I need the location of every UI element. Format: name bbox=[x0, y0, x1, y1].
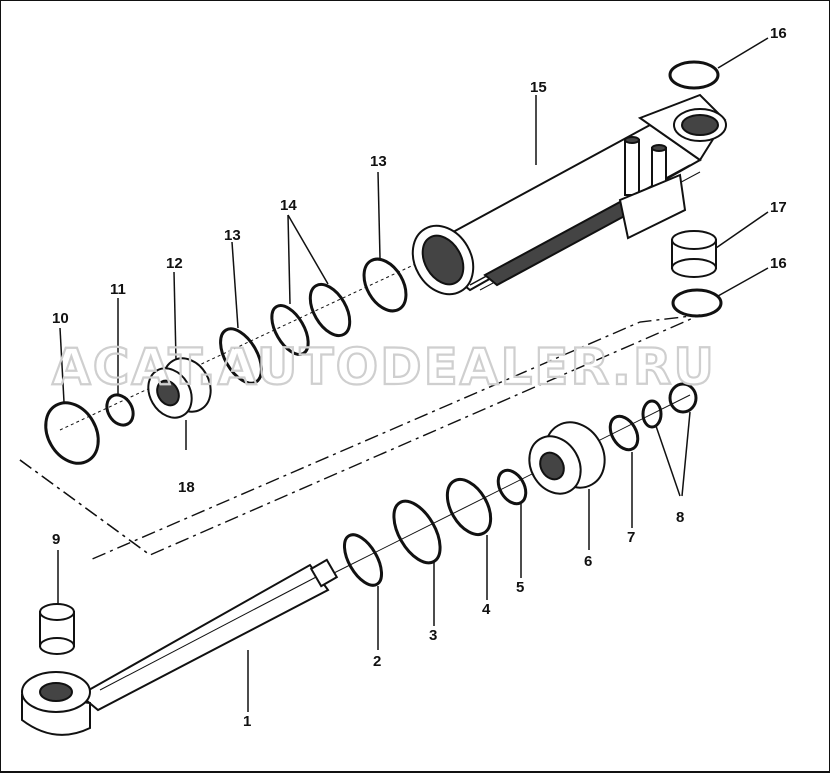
callout-14: 14 bbox=[280, 197, 297, 214]
callout-15: 15 bbox=[530, 79, 547, 96]
ring-14-right bbox=[308, 282, 352, 338]
upper-axis-line bbox=[59, 261, 421, 431]
callout-3: 3 bbox=[429, 627, 437, 644]
ring-13-left bbox=[219, 327, 263, 385]
ring-14-left bbox=[270, 304, 310, 356]
callout-5: 5 bbox=[516, 579, 524, 596]
callout-eight: 8 bbox=[676, 509, 684, 526]
gland-12 bbox=[147, 357, 212, 450]
ring-11 bbox=[105, 393, 135, 427]
snap-ring-lower bbox=[671, 288, 723, 318]
callout-13-left: 13 bbox=[224, 227, 241, 244]
callout-9: 9 bbox=[52, 531, 60, 548]
ring-10 bbox=[44, 401, 100, 465]
callout-6: 6 bbox=[584, 553, 592, 570]
ring-8-right bbox=[668, 382, 698, 414]
ring-8-left bbox=[641, 399, 663, 429]
piston-6 bbox=[528, 421, 606, 495]
lower-axis-line bbox=[329, 394, 691, 576]
callout-4: 4 bbox=[482, 601, 491, 618]
callout-12: 12 bbox=[166, 255, 183, 272]
ring-4 bbox=[445, 478, 493, 536]
ring-2 bbox=[342, 533, 384, 587]
callout-10: 10 bbox=[52, 310, 69, 327]
bushing-9 bbox=[39, 603, 75, 655]
piston-rod bbox=[21, 558, 339, 736]
callout-16-lower: 16 bbox=[770, 255, 787, 272]
callout-16-upper: 16 bbox=[770, 25, 787, 42]
leader-lines bbox=[57, 37, 769, 712]
ring-13-right bbox=[362, 257, 408, 313]
callout-seven: 7 bbox=[627, 529, 635, 546]
watermark-text: ACAT.AUTODEALER.RU bbox=[52, 338, 716, 396]
snap-ring-upper bbox=[668, 60, 720, 90]
bracket-left-edge bbox=[19, 459, 151, 556]
callout-13-right: 13 bbox=[370, 153, 387, 170]
callout-18: 18 bbox=[178, 479, 195, 496]
callout-17: 17 bbox=[770, 199, 787, 216]
cylinder-body bbox=[411, 93, 727, 296]
callout-2: 2 bbox=[373, 653, 381, 670]
ring-7 bbox=[608, 414, 640, 452]
bushing-17 bbox=[671, 230, 717, 278]
ring-5 bbox=[496, 468, 528, 506]
callout-1: 1 bbox=[243, 713, 251, 730]
callout-11: 11 bbox=[110, 281, 126, 298]
